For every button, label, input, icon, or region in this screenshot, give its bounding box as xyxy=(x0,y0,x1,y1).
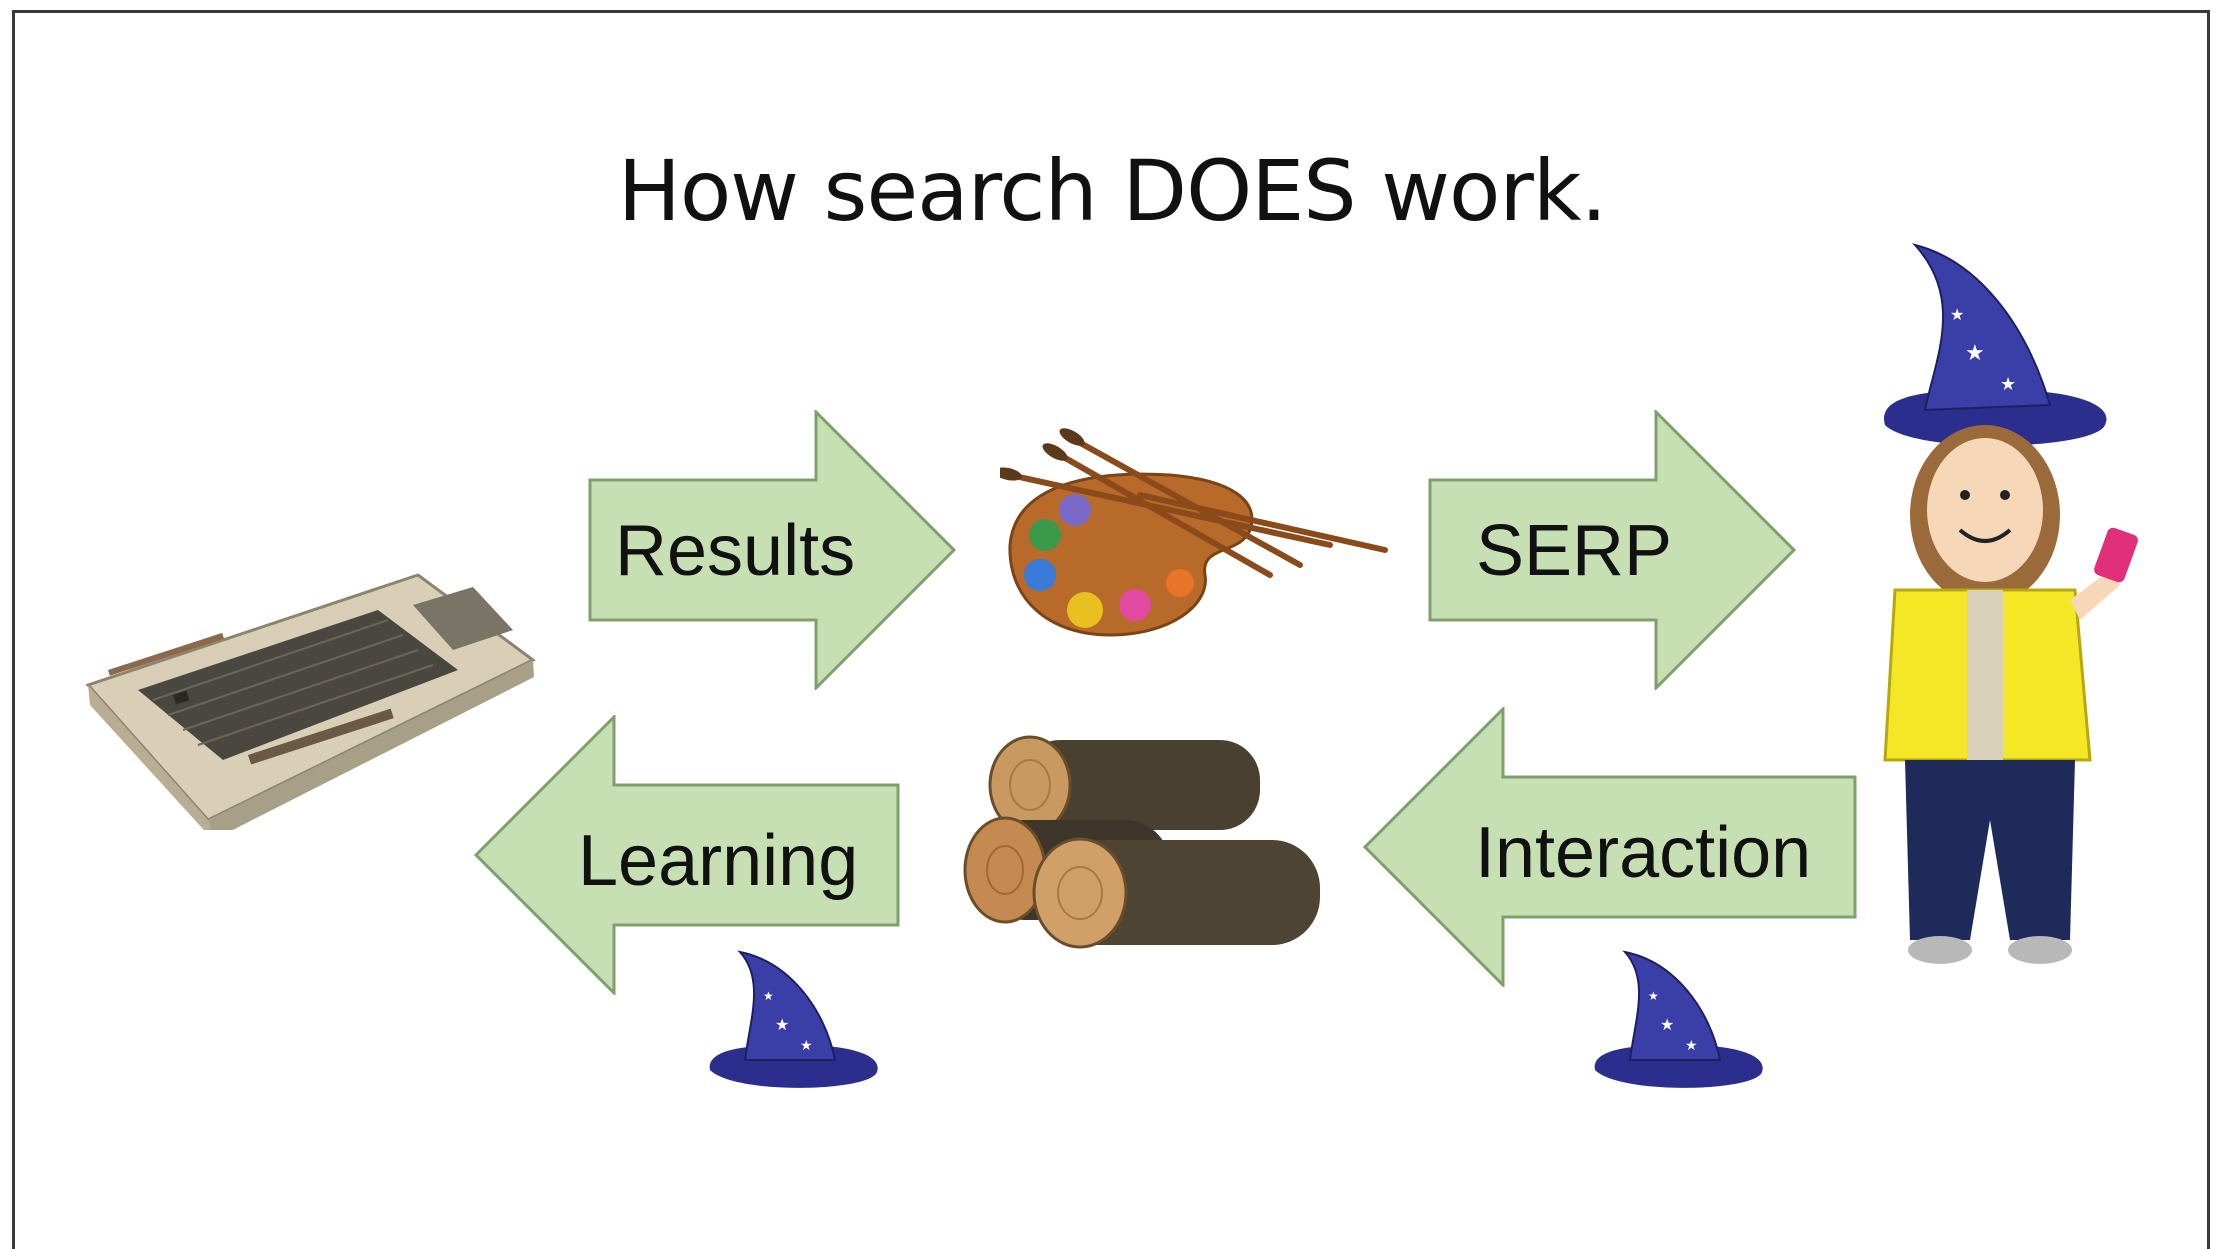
logs-image xyxy=(960,730,1330,960)
wizard-hat-icon: ★ ★ ★ xyxy=(1590,950,1770,1100)
palette-image xyxy=(1000,425,1390,645)
svg-text:★: ★ xyxy=(763,989,774,1003)
svg-text:★: ★ xyxy=(1965,341,1985,366)
svg-text:★: ★ xyxy=(2000,374,2016,395)
svg-text:★: ★ xyxy=(1660,1015,1674,1034)
serp-arrow xyxy=(1428,410,1798,690)
learning-arrow xyxy=(474,715,900,995)
interaction-arrow xyxy=(1363,707,1857,987)
svg-text:★: ★ xyxy=(1648,989,1659,1003)
svg-text:★: ★ xyxy=(775,1015,789,1034)
svg-text:★: ★ xyxy=(1950,305,1964,324)
learning-arrow-label: Learning xyxy=(578,821,859,901)
person-image: ★ ★ ★ xyxy=(1855,240,2155,980)
svg-text:★: ★ xyxy=(1685,1038,1698,1054)
computer-image xyxy=(78,565,538,830)
results-arrow-label: Results xyxy=(615,511,856,591)
wizard-hat-icon: ★ ★ ★ xyxy=(705,950,885,1100)
svg-text:★: ★ xyxy=(800,1038,813,1054)
serp-arrow-label: SERP xyxy=(1476,511,1673,591)
results-arrow xyxy=(588,410,958,690)
slide-title: How search DOES work. xyxy=(617,142,1608,240)
interaction-arrow-label: Interaction xyxy=(1475,813,1812,893)
